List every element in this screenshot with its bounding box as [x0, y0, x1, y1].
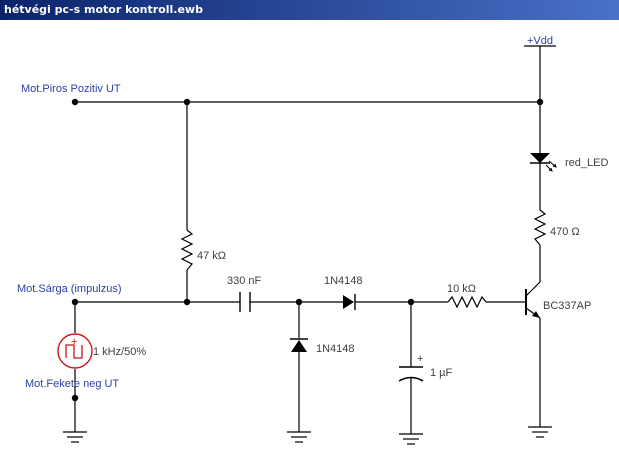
red-led[interactable]: red_LED [530, 153, 608, 172]
diode-shunt[interactable]: 1N4148 [290, 338, 355, 355]
resistor-zigzag [180, 229, 194, 271]
junctions [71, 98, 544, 402]
source-polarity: + [71, 336, 77, 348]
junction-rail-vdd [536, 98, 544, 106]
capacitor-coupling[interactable]: 330 nF [227, 275, 262, 312]
schematic-canvas[interactable]: +Vdd Mot.Piros Pozitiv UT Mot.Sárga (imp… [0, 20, 619, 454]
resistor-base-label: 10 kΩ [447, 283, 476, 295]
led-label: red_LED [565, 157, 608, 169]
junction-rail-rbias [183, 98, 191, 106]
capacitor-filter[interactable]: + 1 µF [398, 353, 453, 382]
diode-triangle [343, 295, 354, 309]
circuit-diagram: +Vdd Mot.Piros Pozitiv UT Mot.Sárga (imp… [17, 35, 608, 445]
capacitor-filter-label: 1 µF [430, 367, 453, 379]
cap-curved-plate [398, 376, 424, 382]
junction-shunt [295, 298, 303, 306]
wires [74, 46, 541, 434]
capacitor-coupling-label: 330 nF [227, 275, 262, 287]
diode-series-label: 1N4148 [324, 275, 363, 287]
terminal-pulse[interactable] [71, 298, 79, 306]
junction-rbias-line [183, 298, 191, 306]
junction-filter [407, 298, 415, 306]
diode-shunt-label: 1N4148 [316, 343, 355, 355]
net-label-red-positive: Mot.Piros Pozitiv UT [21, 83, 121, 95]
diode-triangle [291, 340, 307, 352]
vdd-supply[interactable]: +Vdd [524, 35, 556, 47]
resistor-collector-label: 470 Ω [550, 226, 580, 238]
source-circle [57, 333, 93, 369]
led-triangle [530, 153, 550, 163]
pulse-source[interactable]: + 1 kHz/50% [57, 333, 146, 369]
transistor-emitter-arrow-icon [532, 311, 540, 318]
resistor-base[interactable]: 10 kΩ [447, 283, 487, 309]
transistor-label: BC337AP [543, 300, 591, 312]
transistor-npn[interactable]: BC337AP [525, 281, 591, 319]
led-arrow-icon [545, 164, 553, 172]
resistor-zigzag [447, 295, 487, 309]
resistor-bias[interactable]: 47 kΩ [180, 229, 226, 271]
ground-icon [63, 431, 87, 443]
ground-icon [399, 433, 423, 445]
source-label: 1 kHz/50% [93, 346, 146, 358]
net-label-yellow-pulse: Mot.Sárga (impulzus) [17, 283, 122, 295]
ground-icon [287, 431, 311, 443]
ground-icon [528, 426, 552, 438]
window-title: hétvégi pc-s motor kontroll.ewb [0, 0, 619, 20]
led-arrow-icon [548, 160, 557, 168]
resistor-bias-label: 47 kΩ [197, 250, 226, 262]
terminal-positive[interactable] [71, 98, 79, 106]
vdd-label: +Vdd [527, 35, 553, 47]
diode-series[interactable]: 1N4148 [324, 275, 363, 310]
terminal-negative[interactable] [71, 394, 79, 402]
resistor-zigzag [533, 209, 547, 246]
square-wave-icon [65, 344, 83, 359]
capacitor-polarity: + [417, 353, 423, 365]
net-label-black-negative: Mot.Fekete neg UT [25, 378, 119, 390]
resistor-collector[interactable]: 470 Ω [533, 209, 580, 246]
transistor-collector-lead [525, 281, 541, 297]
